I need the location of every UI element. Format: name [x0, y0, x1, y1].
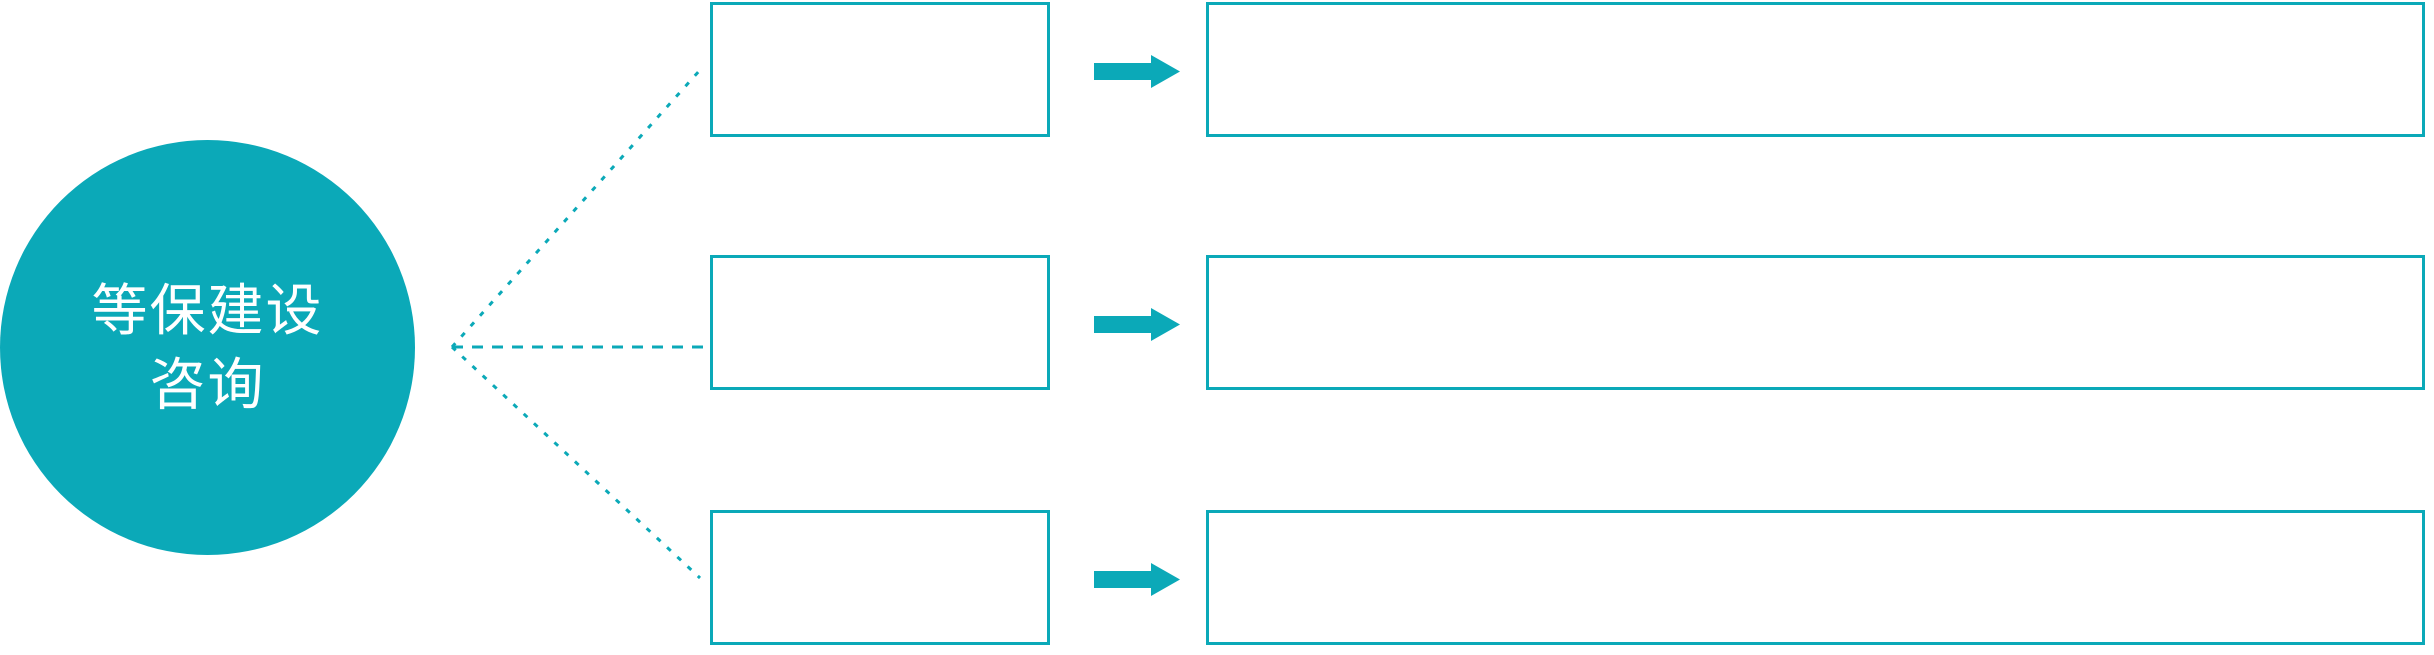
diagram-row	[0, 2, 2434, 140]
row-3-detail-box[interactable]	[1206, 510, 2425, 645]
arrow-right-icon	[1094, 563, 1180, 596]
row-2-category-box[interactable]	[710, 255, 1050, 390]
diagram-row	[0, 510, 2434, 648]
arrow-right-icon	[1094, 308, 1180, 341]
row-1-detail-box[interactable]	[1206, 2, 2425, 137]
arrow-right-icon	[1094, 55, 1180, 88]
row-1-category-box[interactable]	[710, 2, 1050, 137]
diagram-row	[0, 255, 2434, 393]
hub-title-line-2: 咨询	[149, 352, 266, 416]
hub-title-line-1: 等保建设	[91, 278, 324, 342]
hub-circle[interactable]: 等保建设 咨询	[0, 140, 415, 555]
row-3-category-box[interactable]	[710, 510, 1050, 645]
row-2-detail-box[interactable]	[1206, 255, 2425, 390]
